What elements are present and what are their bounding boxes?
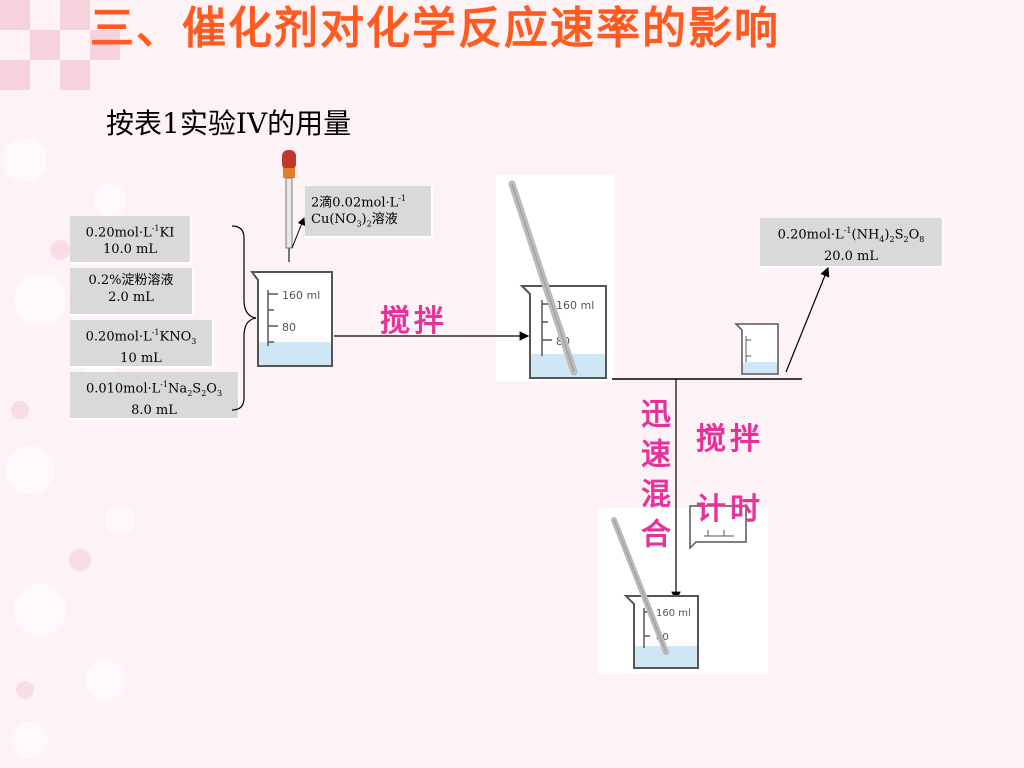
stir-label-2: 搅拌 xyxy=(696,422,764,457)
reagent-kno3: 0.20mol·L-1KNO3 10 mL xyxy=(70,320,214,368)
catalyst-pointer xyxy=(291,217,306,249)
reagent-persulfate: 0.20mol·L-1(NH4)2S2O8 20.0 mL xyxy=(760,218,944,268)
catalyst-cu-nitrate: 2滴0.02mol·L-1 Cu(NO3)2溶液 xyxy=(305,186,433,238)
beaker2-mark-160: 160 ml xyxy=(556,299,594,312)
beaker1-mark-160: 160 ml xyxy=(282,289,320,302)
reagent-na2s2o3: 0.010mol·L-1Na2S2O3 8.0 mL xyxy=(70,372,240,420)
timing-label: 计时 xyxy=(696,492,764,527)
slide-title: 三、催化剂对化学反应速率的影响 xyxy=(90,3,780,54)
beaker3-mark-160: 160 ml xyxy=(656,608,691,619)
reagent-ki: 0.20mol·L-1KI 10.0 mL xyxy=(70,216,192,264)
dropper-icon xyxy=(282,150,296,262)
reagent-starch: 0.2%淀粉溶液 2.0 mL xyxy=(70,268,194,316)
beaker-with-rod-icon: 160 ml 80 xyxy=(508,180,607,379)
persulfate-pointer xyxy=(785,266,830,373)
rapid-mix-label: 迅速混合 xyxy=(635,398,670,558)
small-beaker-icon xyxy=(734,323,779,375)
beaker1-mark-80: 80 xyxy=(282,321,296,334)
stir-label: 搅拌 xyxy=(380,304,448,339)
slide-subtitle: 按表1实验IV的用量 xyxy=(106,107,352,140)
final-beaker-icon: 160 ml 80 xyxy=(611,517,699,669)
beaker-icon-1: 160 ml 80 xyxy=(250,271,333,367)
pouring-beaker-icon xyxy=(689,505,747,550)
reagent-brace xyxy=(231,225,257,411)
